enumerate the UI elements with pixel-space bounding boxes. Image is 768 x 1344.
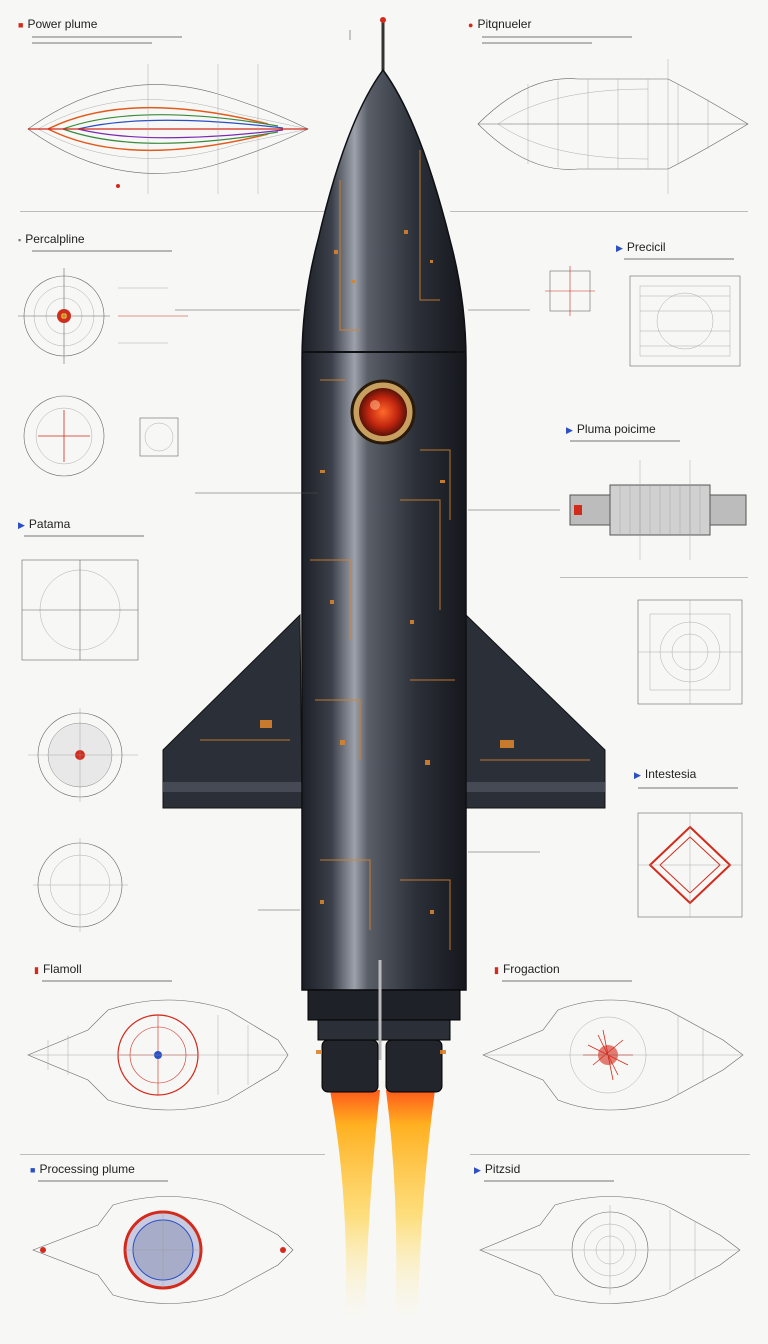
engine-profile-diagram (569, 460, 747, 560)
panel-pluma-poicime: ▶Pluma poicime (560, 420, 760, 570)
panel-title: ▶Patama (18, 517, 70, 531)
arrow-marker-icon: ▶ (18, 520, 25, 530)
panel-title: ●Pitqnueler (468, 17, 531, 31)
panel-title-label: Patama (28, 517, 71, 531)
fragmentation-diagram (482, 999, 744, 1111)
combustion-chamber-diagram (27, 999, 289, 1111)
panel-title-label: Power plume (27, 17, 98, 31)
panel-intestesia: ▶Intestesia (630, 765, 758, 945)
panel-percalpline: ▪Percalpline (18, 230, 298, 490)
arrow-marker-icon: ▶ (566, 425, 573, 435)
plasma-sections-diagram (21, 559, 139, 932)
arrow-marker-icon: ▶ (634, 770, 641, 780)
plume-diagram (27, 64, 309, 194)
section-divider (470, 1154, 750, 1155)
flame-left (330, 1090, 380, 1320)
heat-exchanger-diagram (637, 812, 743, 918)
red-circle-icon: ● (468, 20, 474, 30)
panel-frogaction: ▮Frogaction (478, 960, 758, 1140)
exhaust-nozzle-diagram (479, 1196, 741, 1304)
panel-title-label: Percalpline (25, 232, 85, 246)
panel-title-label: Flamoll (42, 962, 82, 976)
red-square-icon: ■ (18, 20, 24, 30)
panel-pitqnueler: ●Pitqnueler (468, 14, 758, 204)
panel-title: ▶Intestesia (634, 767, 696, 781)
panel-title-label: Pluma poicime (576, 422, 656, 436)
section-divider (20, 1154, 325, 1155)
label-tag-icon: ▪ (18, 235, 22, 245)
panel-title-label: Pitqnueler (477, 17, 532, 31)
panel-title: ■Processing plume (30, 1162, 135, 1176)
blue-square-icon: ■ (30, 1165, 36, 1175)
housing-diagram (637, 599, 743, 705)
panel-title-label: Pitzsid (484, 1162, 521, 1176)
section-divider (450, 211, 748, 212)
panel-title: ■Power plume (18, 17, 97, 31)
nozzle-mesh-diagram (477, 59, 749, 194)
panel-power-plume: ■Power plume (18, 14, 318, 204)
panel-title-label: Frogaction (502, 962, 560, 976)
panel-title: ▮Flamoll (34, 962, 82, 976)
flame-right (386, 1090, 435, 1320)
section-divider (20, 211, 325, 212)
red-bar-icon: ▮ (494, 965, 499, 975)
panel-flamoll: ▮Flamoll (18, 960, 298, 1140)
panel-processing-plume: ■Processing plume (18, 1160, 308, 1340)
panel-pitzsid: ▶Pitzsid (470, 1160, 758, 1340)
cross-section-diagram (18, 268, 188, 477)
panel-title-label: Processing plume (39, 1162, 135, 1176)
chamber-diagram (545, 266, 741, 367)
panel-title: ▮Frogaction (494, 962, 560, 976)
panel-title-label: Precicil (626, 240, 666, 254)
panel-title: ▶Pitzsid (474, 1162, 520, 1176)
panel-title: ▶Precicil (616, 240, 666, 254)
panel-title: ▪Percalpline (18, 232, 85, 246)
processing-chamber-diagram (32, 1196, 294, 1304)
red-bar-icon: ▮ (34, 965, 39, 975)
arrow-marker-icon: ▶ (474, 1165, 481, 1175)
section-divider (560, 577, 748, 578)
arrow-marker-icon: ▶ (616, 243, 623, 253)
panel-title: ▶Pluma poicime (566, 422, 656, 436)
panel-title-label: Intestesia (644, 767, 697, 781)
panel-patama: ▶Patama (18, 515, 188, 945)
panel-precicil: ▶Precicil (530, 238, 760, 408)
